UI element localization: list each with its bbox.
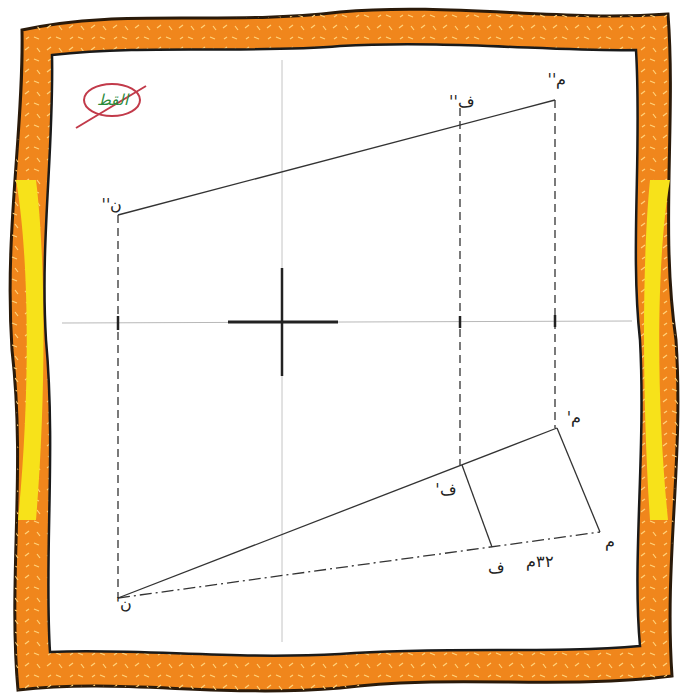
point-label: ن'' (102, 197, 123, 213)
true-length-line (118, 532, 600, 598)
projectors (118, 100, 555, 598)
plan-line (118, 428, 557, 598)
rabatment-line (462, 465, 492, 547)
dimension-label: ٣٢م (526, 554, 554, 570)
point-label: م'' (548, 72, 567, 88)
frame-accent-right (644, 180, 670, 520)
frame-texture (10, 9, 678, 691)
ticks (118, 315, 555, 330)
point-label: ف (488, 560, 505, 576)
frame-accent-left (16, 180, 44, 520)
point-label: ف'' (449, 94, 475, 110)
point-label: م' (567, 410, 581, 426)
logo-stroke (76, 86, 146, 128)
point-label: ن' (116, 596, 132, 612)
frame (10, 9, 678, 691)
point-label: ف' (435, 482, 456, 498)
sheet (44, 44, 641, 655)
logo-ring (84, 84, 140, 116)
point-label: م (605, 534, 615, 550)
watermark: القط (97, 93, 128, 108)
rabatment-line (557, 428, 600, 532)
center-cross (281, 268, 284, 376)
axis-line (282, 60, 283, 642)
elevation-line (118, 100, 555, 215)
ground-line (62, 321, 632, 323)
